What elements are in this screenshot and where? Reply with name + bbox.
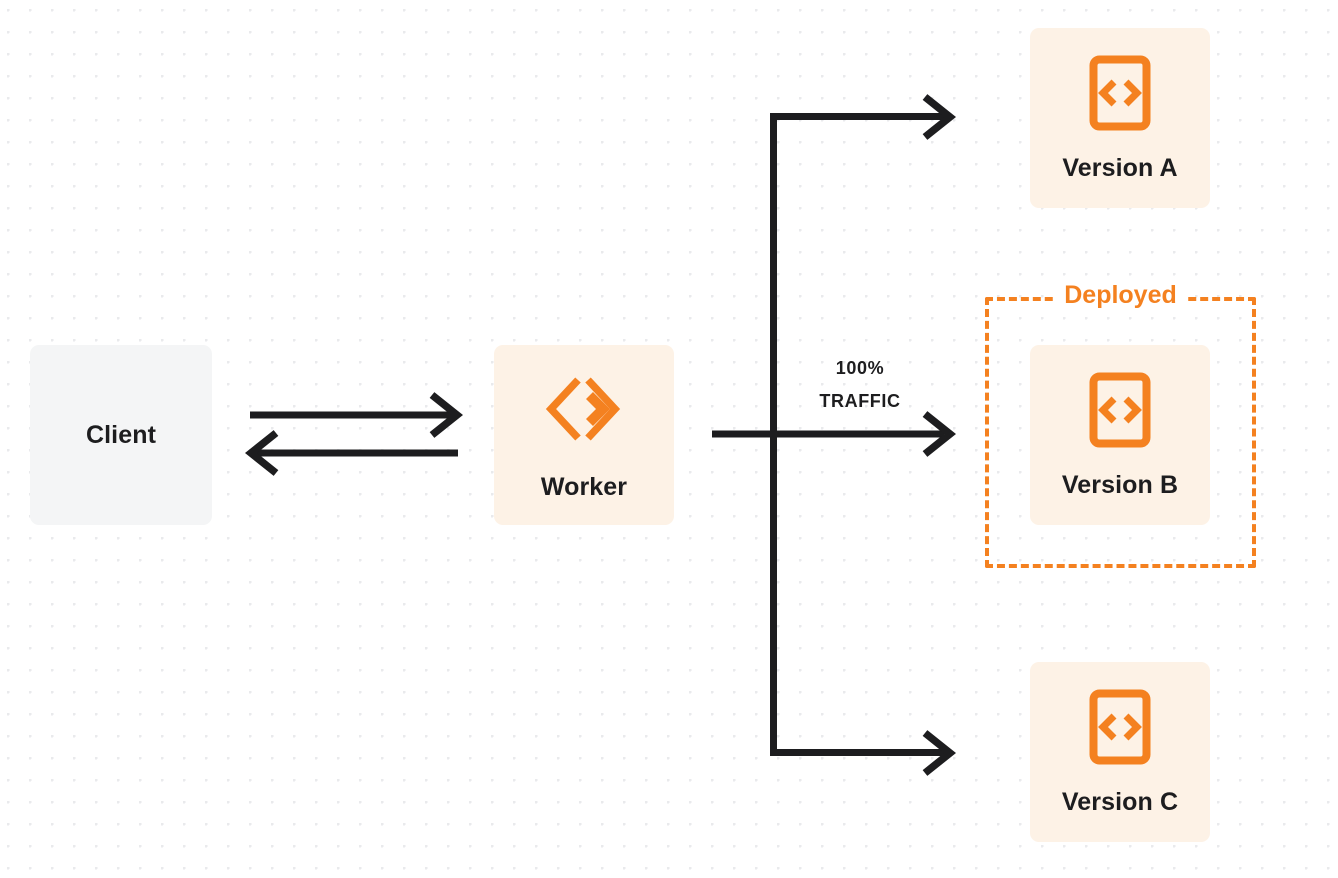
node-client[interactable]: Client [30, 345, 212, 525]
edge-branch-to-version-b [770, 411, 957, 457]
node-version-b[interactable]: Version B [1030, 345, 1210, 525]
node-worker[interactable]: Worker [494, 345, 674, 525]
code-file-icon [1089, 689, 1151, 770]
traffic-percent: 100% [835, 358, 885, 378]
code-file-icon [1089, 372, 1151, 453]
deployed-group-label: Deployed [1055, 283, 1186, 308]
node-worker-label: Worker [540, 473, 628, 501]
traffic-label: 100% TRAFFIC [790, 352, 930, 419]
node-client-label: Client [85, 420, 157, 449]
cloudflare-workers-icon [545, 370, 623, 453]
node-version-a-label: Version A [1062, 154, 1178, 182]
node-version-b-label: Version B [1061, 471, 1179, 499]
edge-branch-to-version-c [770, 730, 957, 776]
node-version-a[interactable]: Version A [1030, 28, 1210, 208]
node-version-c-label: Version C [1061, 788, 1179, 816]
edge-client-to-worker [250, 392, 464, 438]
edge-branch-to-version-a [770, 94, 957, 140]
node-version-c[interactable]: Version C [1030, 662, 1210, 842]
code-file-icon [1089, 55, 1151, 136]
edge-worker-to-client [244, 430, 458, 476]
deployed-group: Deployed [985, 283, 1256, 568]
traffic-word: TRAFFIC [819, 391, 901, 412]
